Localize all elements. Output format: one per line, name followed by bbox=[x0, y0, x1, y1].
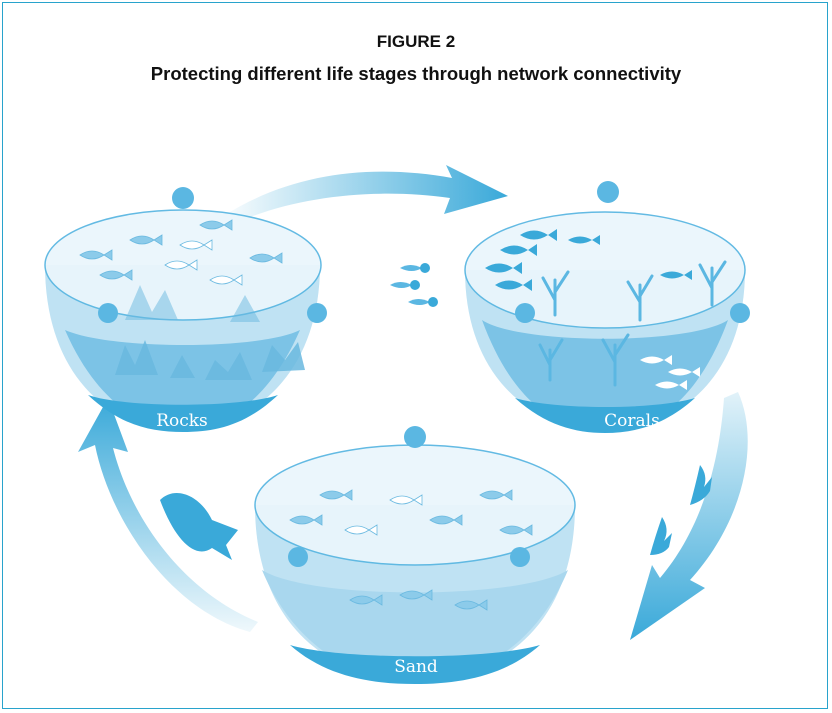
figure-label: FIGURE 2 bbox=[376, 32, 456, 51]
fish-icon bbox=[690, 465, 712, 505]
buoy-icon bbox=[98, 303, 118, 323]
arrow-corals-to-sand bbox=[630, 392, 748, 640]
corals-fish-school bbox=[485, 229, 700, 390]
buoy-icon bbox=[404, 426, 426, 448]
sand-bowl: Sand bbox=[254, 426, 576, 684]
arrow-sand-to-rocks bbox=[78, 398, 258, 632]
habitat-label-corals: Corals bbox=[604, 411, 660, 431]
arrow-rocks-to-corals bbox=[230, 165, 508, 222]
larva-icon bbox=[428, 297, 438, 307]
adult-fish bbox=[160, 492, 238, 560]
buoy-icon bbox=[510, 547, 530, 567]
buoy-icon bbox=[597, 181, 619, 203]
habitat-label-rocks: Rocks bbox=[156, 411, 208, 431]
buoy-icon bbox=[172, 187, 194, 209]
buoy-icon bbox=[730, 303, 750, 323]
coral-formations bbox=[538, 260, 727, 387]
fish-icon bbox=[650, 517, 672, 555]
corals-bowl: Corals bbox=[464, 181, 750, 433]
habitat-label-sand: Sand bbox=[394, 657, 438, 677]
larva-icon bbox=[420, 263, 430, 273]
sand-fish-school bbox=[289, 489, 533, 611]
figure-title: Protecting different life stages through… bbox=[150, 63, 682, 84]
juvenile-fish-group bbox=[650, 465, 712, 555]
fish-icon bbox=[160, 492, 238, 560]
buoy-icon bbox=[307, 303, 327, 323]
larva-icon bbox=[410, 280, 420, 290]
rocks-fish-school bbox=[79, 219, 283, 286]
buoy-icon bbox=[288, 547, 308, 567]
rock-formations bbox=[115, 285, 305, 380]
buoy-icon bbox=[515, 303, 535, 323]
rocks-bowl: Rocks bbox=[44, 187, 327, 432]
larvae-group bbox=[390, 263, 438, 307]
